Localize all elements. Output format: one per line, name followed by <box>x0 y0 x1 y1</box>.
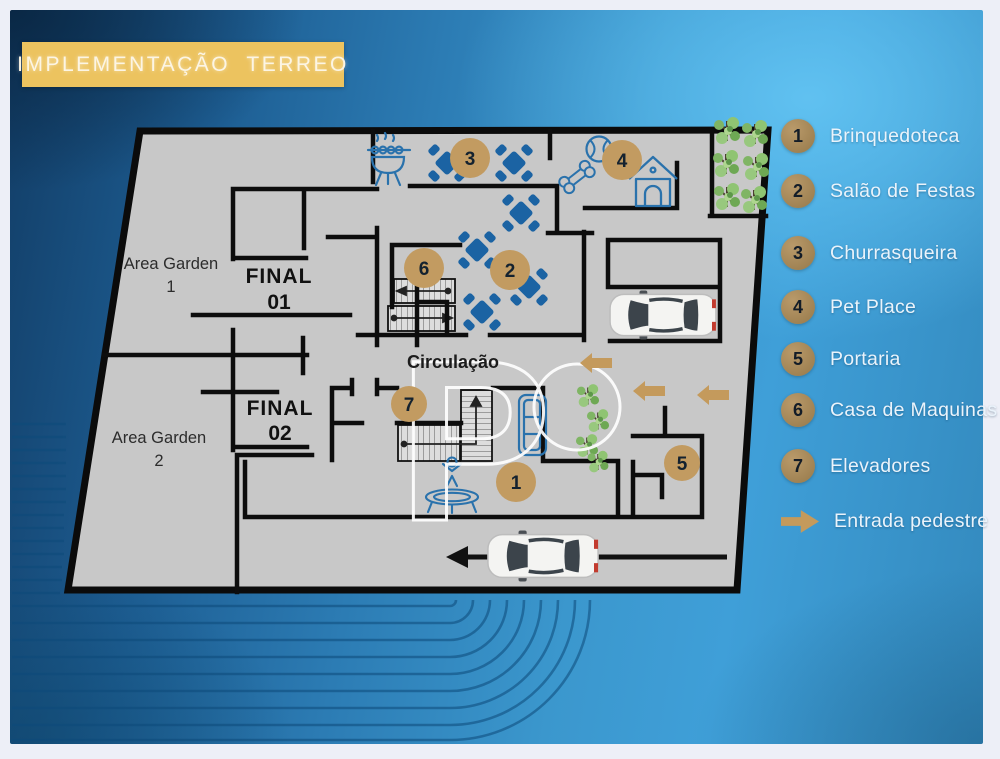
svg-text:6: 6 <box>419 259 430 280</box>
svg-text:P: P <box>398 312 551 569</box>
final-01-label: FINAL <box>246 265 313 288</box>
final-01-number: 01 <box>267 291 291 314</box>
area-garden-2-number: 2 <box>154 452 163 470</box>
final-02-number: 02 <box>268 422 291 445</box>
area-garden-2-label: Area Garden <box>112 429 206 447</box>
circulation-label: Circulação <box>407 352 499 372</box>
svg-text:4: 4 <box>617 151 628 172</box>
svg-text:5: 5 <box>677 454 688 475</box>
marker-4: 4 <box>602 140 642 180</box>
title-banner: IMPLEMENTAÇÃO TERREO <box>17 42 346 87</box>
page-title: IMPLEMENTAÇÃO TERREO <box>17 52 349 76</box>
marker-3: 3 <box>450 138 490 178</box>
sofa-icon <box>517 393 548 457</box>
svg-text:7: 7 <box>404 395 415 416</box>
svg-text:3: 3 <box>465 149 476 170</box>
marker-6: 6 <box>404 248 444 288</box>
trampoline-icon <box>424 456 480 515</box>
area-garden-1-label: Area Garden <box>124 255 218 273</box>
marker-1: 1 <box>496 462 536 502</box>
marker-5: 5 <box>664 445 700 481</box>
svg-text:2: 2 <box>505 261 516 282</box>
plan-labels: Area Garden 1 Area Garden 2 FINAL 01 FIN… <box>112 255 499 470</box>
stairs <box>387 278 493 462</box>
watermark: P <box>397 311 622 571</box>
bbq-grill-icon <box>366 131 412 187</box>
final-02-label: FINAL <box>247 397 314 420</box>
background-stripes <box>12 422 592 742</box>
car-parked-icon <box>608 288 718 342</box>
svg-text:1: 1 <box>511 473 522 494</box>
marker-7: 7 <box>391 386 427 422</box>
bone-and-ball-icon <box>558 135 613 195</box>
marker-2: 2 <box>490 250 530 290</box>
plan-markers: 1 2 3 4 5 6 7 <box>391 138 700 502</box>
area-garden-1-number: 1 <box>166 278 175 296</box>
